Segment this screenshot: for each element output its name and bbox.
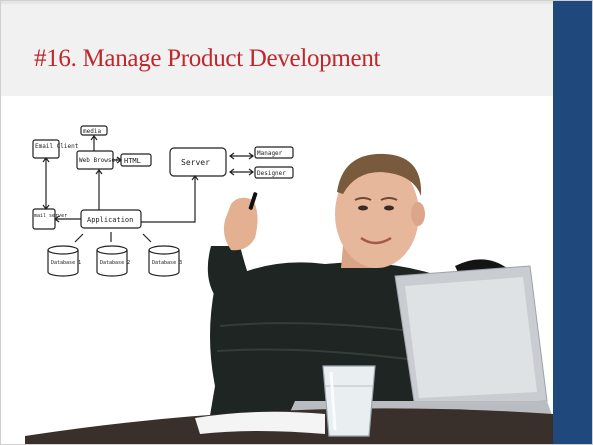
slide-photo: Email Client media Web Browser HTML Serv… xyxy=(25,125,553,445)
html-label: HTML xyxy=(124,157,141,165)
designer-label: Designer xyxy=(257,170,286,177)
manager-box xyxy=(254,146,294,159)
arrows-app-databases xyxy=(74,232,152,243)
arrow-server-designer xyxy=(229,168,254,176)
database-3-label: Database 3 xyxy=(152,260,182,266)
media-label: media xyxy=(83,128,101,135)
eyebrows xyxy=(354,197,398,201)
database-3-cylinder xyxy=(148,245,180,277)
arrow-server-manager xyxy=(229,152,254,160)
architecture-diagram: Email Client media Web Browser HTML Serv… xyxy=(32,125,294,277)
mail-server-label: mail server xyxy=(34,213,67,219)
database-2-cylinder xyxy=(96,245,128,277)
hair xyxy=(337,153,422,196)
database-1-label: Database 1 xyxy=(51,260,81,266)
hand xyxy=(223,197,258,251)
arrow-app-mailserver xyxy=(54,215,81,223)
ear xyxy=(411,202,425,226)
designer-box xyxy=(254,166,294,179)
database-2-label: Database 2 xyxy=(100,260,130,266)
water-glass xyxy=(322,365,376,437)
left-eye xyxy=(358,205,368,211)
marker-pen xyxy=(248,192,258,210)
web-browser-label: Web Browser xyxy=(79,157,119,164)
slide-title: #16. Manage Product Development xyxy=(34,45,381,72)
title-band xyxy=(0,0,553,96)
server-label: Server xyxy=(181,158,210,167)
smile xyxy=(360,236,392,245)
email-client-label: Email Client xyxy=(35,143,79,150)
right-accent-panel xyxy=(553,0,593,445)
paper xyxy=(195,411,325,434)
manager-label: Manager xyxy=(257,150,283,157)
face xyxy=(335,160,419,268)
server-box xyxy=(169,147,227,177)
top-accent xyxy=(0,0,553,4)
database-1-cylinder xyxy=(47,245,79,277)
arrow-browser-media xyxy=(90,135,98,151)
raised-arm xyxy=(207,246,257,296)
arrow-app-server xyxy=(141,175,199,223)
arrow-browser-html xyxy=(113,156,122,164)
application-label: Application xyxy=(87,216,133,224)
right-eye xyxy=(384,205,394,211)
arrow-app-browser xyxy=(95,169,103,210)
